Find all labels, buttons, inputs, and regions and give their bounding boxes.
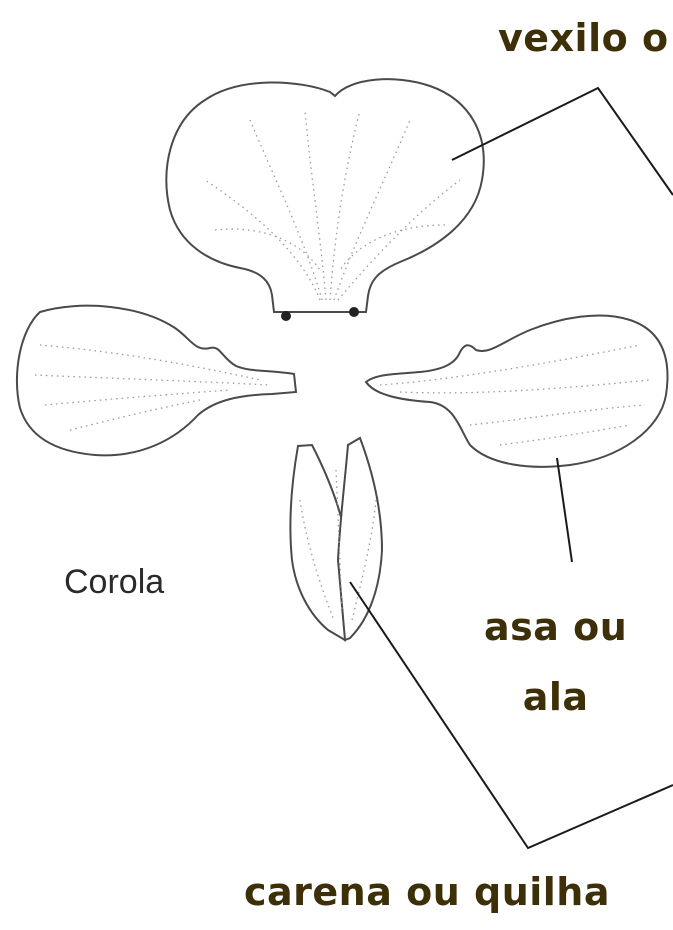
carena-label: carena ou quilha: [244, 870, 610, 914]
right-wing-petal: [366, 315, 668, 466]
corola-label: Corola: [64, 563, 164, 602]
vexillum-leader-line: [452, 88, 673, 195]
vexilo-label: vexilo o: [498, 16, 669, 60]
vexillum-petal: [166, 79, 483, 321]
wing-leader-line: [557, 458, 572, 562]
asa-label-line-2: ala: [484, 662, 627, 732]
asa-label-line-1: asa ou: [484, 592, 627, 662]
left-wing-petal: [17, 306, 296, 456]
asa-label: asa ou ala: [484, 592, 627, 732]
